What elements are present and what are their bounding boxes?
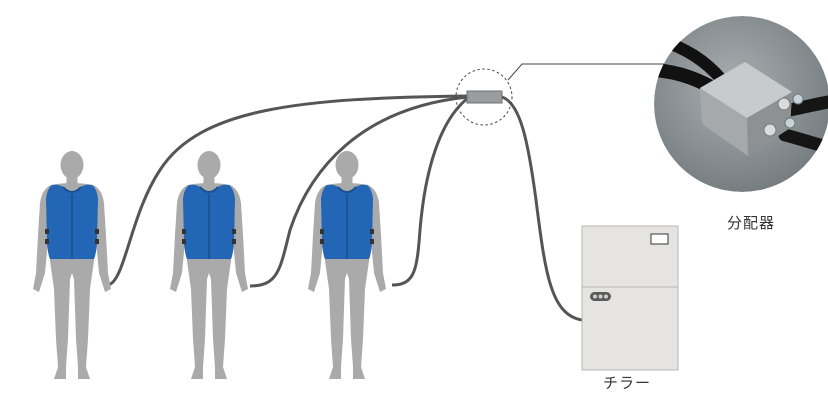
hose-to-person-2 bbox=[249, 95, 469, 288]
chiller-unit bbox=[581, 225, 679, 371]
person-1-with-vest bbox=[32, 150, 112, 380]
distributor-highlight-circle bbox=[455, 68, 513, 126]
chiller-label: チラー bbox=[603, 374, 652, 392]
person-2-with-vest bbox=[169, 150, 249, 380]
hose-to-person-3 bbox=[391, 96, 469, 287]
distributor-block-icon bbox=[466, 90, 503, 104]
leader-line bbox=[507, 63, 690, 81]
person-3-with-vest bbox=[307, 150, 387, 380]
hose-to-chiller bbox=[501, 95, 583, 322]
distributor-photo bbox=[654, 16, 828, 192]
hose-to-person-1 bbox=[107, 94, 469, 287]
distributor-label: 分配器 bbox=[727, 214, 776, 232]
chiller-display-icon bbox=[650, 233, 669, 245]
